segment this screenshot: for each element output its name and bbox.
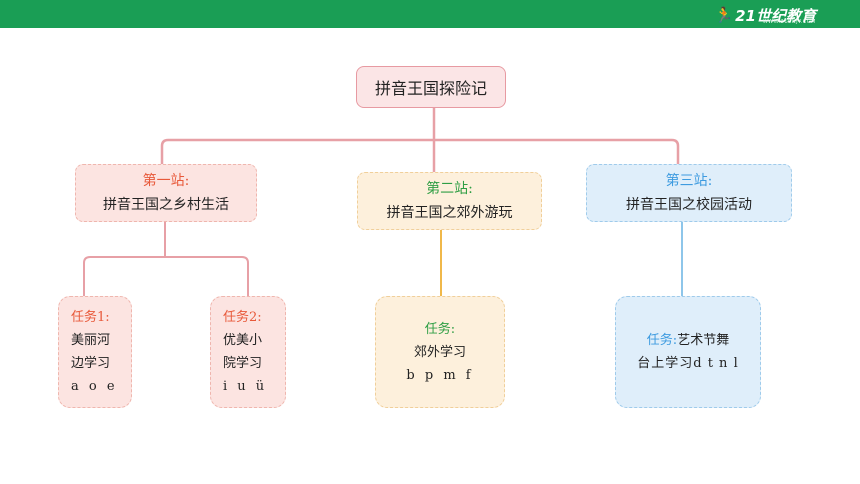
connector-stage1-to-task2: [165, 256, 249, 296]
stage-label: 第二站:: [426, 181, 473, 197]
runner-icon: 🏃: [714, 5, 734, 24]
stage-node-2: 第二站: 拼音王国之郊外游玩: [357, 172, 542, 230]
task-label: 任务2:: [223, 310, 262, 325]
task-label: 任务:: [646, 333, 678, 348]
stage-label: 第三站:: [665, 173, 713, 189]
task-line: a o e: [71, 379, 118, 394]
task-line: 美丽河: [71, 333, 111, 348]
task-node-1: 任务1: 美丽河 边学习 a o e: [58, 296, 132, 408]
connector-stage1-to-task1: [83, 256, 165, 296]
task-line: b p m f: [406, 367, 474, 383]
task-label: 任务:: [424, 321, 456, 337]
task-line-1: 任务:艺术节舞: [647, 329, 729, 352]
stage-node-3: 第三站: 拼音王国之校园活动: [586, 164, 792, 222]
stage-node-1: 第一站: 拼音王国之乡村生活: [75, 164, 257, 222]
brand-url: WWW.21CNJY.COM: [762, 19, 816, 25]
task-line: 院学习: [223, 356, 263, 371]
connector-root-to-stage3: [434, 138, 680, 164]
connector-root-to-stage1: [160, 138, 434, 164]
task-line: i u ü: [223, 379, 268, 394]
task-line-rest: 艺术节舞: [677, 333, 730, 348]
task-node-4: 任务:艺术节舞 台上学习d t n l: [615, 296, 761, 408]
stage-title: 拼音王国之乡村生活: [103, 197, 229, 213]
root-title: 拼音王国探险记: [374, 79, 487, 98]
stage-label: 第一站:: [142, 173, 190, 189]
brand-logo: 🏃 21世纪教育 WWW.21CNJY.COM: [714, 4, 816, 26]
task-line: 优美小: [223, 333, 263, 348]
stage-title: 拼音王国之郊外游玩: [386, 205, 513, 221]
task-line: 郊外学习: [413, 344, 466, 360]
task-node-3: 任务: 郊外学习 b p m f: [375, 296, 505, 408]
root-node: 拼音王国探险记: [356, 66, 506, 108]
task-label: 任务1:: [71, 310, 110, 325]
task-line: 边学习: [71, 356, 111, 371]
header-bar: [0, 0, 860, 28]
stage-title: 拼音王国之校园活动: [626, 197, 752, 213]
task-node-2: 任务2: 优美小 院学习 i u ü: [210, 296, 286, 408]
brand-logo-text: 21世纪教育: [735, 6, 816, 25]
task-line: 台上学习d t n l: [637, 356, 739, 371]
